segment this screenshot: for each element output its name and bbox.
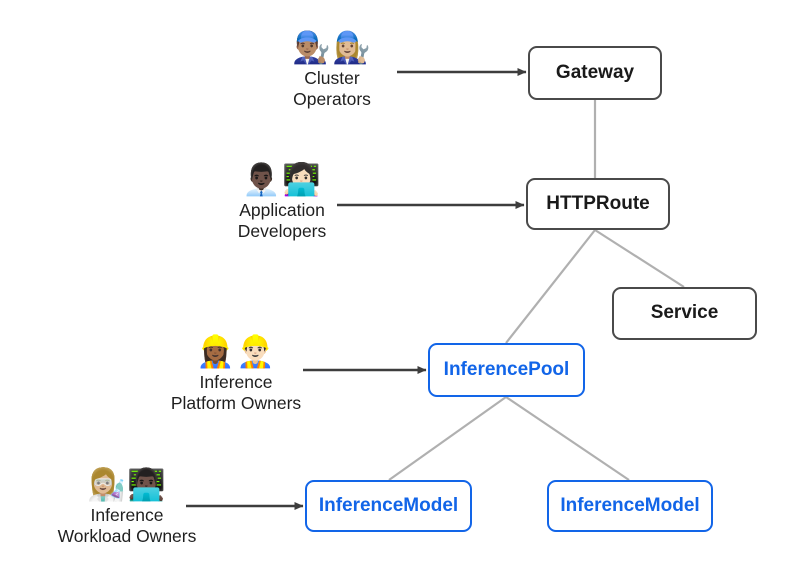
application-developers-label: Application Developers (237, 199, 327, 242)
persona-inference-workload-owners: 👩🏼‍🔬👨🏿‍💻 Inference Workload Owners (53, 467, 201, 548)
node-inferencemodel-2[interactable]: InferenceModel (547, 480, 713, 532)
inference-platform-owners-icon: 👷🏾‍♀️👷🏻‍♂️ (196, 334, 276, 369)
edge-inferencepool-inferencemodel-1 (388, 396, 507, 481)
persona-cluster-operators: 👨🏽‍🔧👩🏼‍🔧 Cluster Operators (277, 30, 387, 111)
node-gateway-label: Gateway (555, 61, 635, 83)
node-inferencepool[interactable]: InferencePool (428, 343, 585, 397)
node-service[interactable]: Service (612, 287, 757, 340)
node-httproute-label: HTTPRoute (546, 192, 650, 214)
node-inferencemodel-1-label: InferenceModel (318, 494, 459, 516)
inference-workload-owners-label: Inference Workload Owners (57, 504, 197, 547)
edge-httproute-inferencepool (505, 229, 596, 344)
node-service-label: Service (650, 302, 719, 324)
inference-platform-owners-label: Inference Platform Owners (170, 371, 302, 414)
persona-application-developers: 👨🏿‍💼👩🏻‍💻 Application Developers (212, 162, 352, 243)
node-gateway[interactable]: Gateway (528, 46, 662, 100)
cluster-operators-icon: 👨🏽‍🔧👩🏼‍🔧 (292, 30, 372, 65)
node-inferencepool-label: InferencePool (443, 358, 570, 380)
cluster-operators-label: Cluster Operators (293, 67, 371, 110)
inference-workload-owners-icon: 👩🏼‍🔬👨🏿‍💻 (87, 467, 167, 502)
node-httproute[interactable]: HTTPRoute (526, 178, 670, 230)
node-inferencemodel-2-label: InferenceModel (560, 494, 700, 516)
application-developers-icon: 👨🏿‍💼👩🏻‍💻 (242, 162, 322, 197)
node-inferencemodel-1[interactable]: InferenceModel (305, 480, 472, 532)
edge-httproute-service (594, 229, 685, 288)
persona-inference-platform-owners: 👷🏾‍♀️👷🏻‍♂️ Inference Platform Owners (166, 334, 306, 415)
edge-inferencepool-inferencemodel-2 (505, 396, 630, 481)
